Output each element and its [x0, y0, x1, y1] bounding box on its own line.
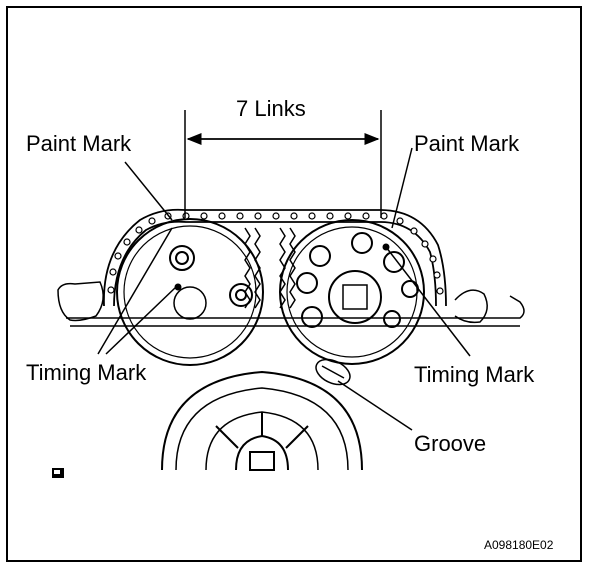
links-count-label: 7 Links [236, 96, 306, 121]
timing-mark-right-label: Timing Mark [414, 362, 535, 387]
paint-mark-right-label: Paint Mark [414, 131, 520, 156]
note-icon [52, 468, 64, 478]
groove-bolt [315, 358, 351, 386]
left-camshaft-sprocket [116, 218, 264, 366]
right-camshaft-sprocket [279, 219, 425, 365]
leader-lines [97, 147, 471, 431]
engine-block-outline [57, 281, 525, 327]
timing-mark-left-label: Timing Mark [26, 360, 147, 385]
figure-frame [6, 6, 582, 562]
groove-label: Groove [414, 431, 487, 456]
links-dimension [184, 110, 382, 218]
crankshaft-pulley [161, 370, 363, 471]
chain-links [107, 212, 444, 295]
paint-mark-left-label: Paint Mark [26, 131, 132, 156]
figure-code: A098180E02 [484, 538, 554, 552]
gear-teeth-mesh [244, 227, 296, 309]
